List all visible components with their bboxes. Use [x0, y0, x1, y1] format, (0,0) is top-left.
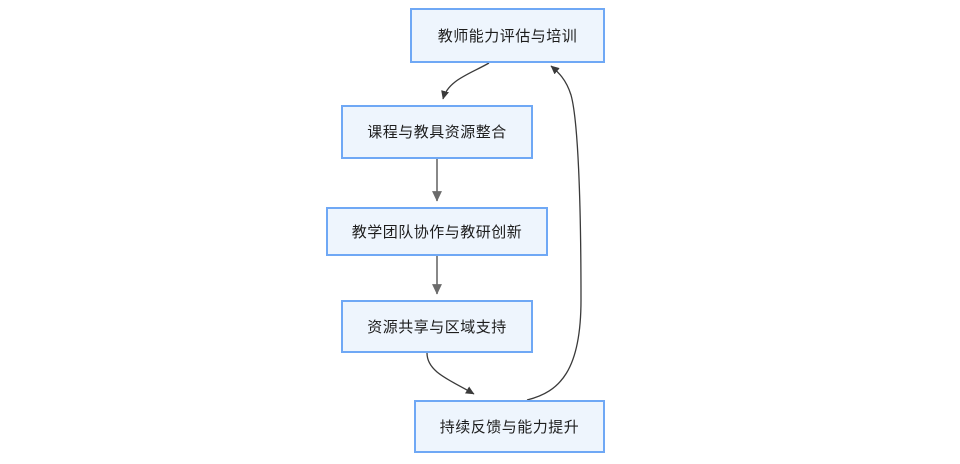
edge-feedback-to-assessment: [526, 65, 582, 401]
node-curriculum-resource-integration[interactable]: 课程与教具资源整合: [341, 105, 533, 159]
node-teacher-capability-assessment[interactable]: 教师能力评估与培训: [410, 8, 605, 63]
node-teaching-team-collaboration[interactable]: 教学团队协作与教研创新: [326, 207, 548, 256]
node-label: 持续反馈与能力提升: [439, 417, 580, 436]
node-continuous-feedback-improvement[interactable]: 持续反馈与能力提升: [414, 400, 605, 453]
edge-sharing-to-feedback: [426, 352, 475, 395]
node-label: 课程与教具资源整合: [367, 123, 507, 141]
edge-assessment-to-resources: [441, 62, 490, 100]
node-label: 教学团队协作与教研创新: [351, 222, 523, 241]
node-label: 资源共享与区域支持: [367, 317, 507, 336]
node-label: 教师能力评估与培训: [437, 26, 578, 45]
node-resource-sharing-regional-support[interactable]: 资源共享与区域支持: [341, 300, 533, 353]
